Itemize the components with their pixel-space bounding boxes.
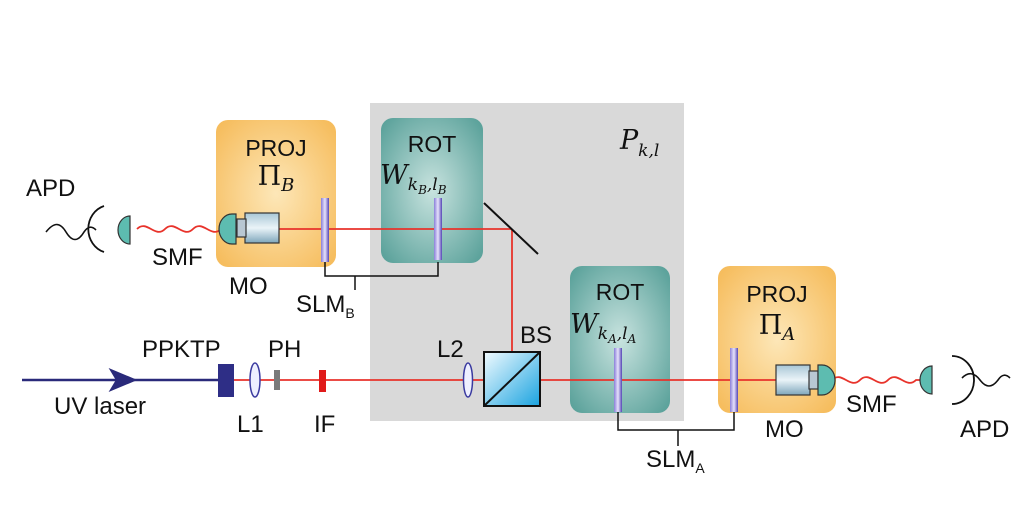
label-slm-b: SLMB <box>296 291 355 321</box>
apd-right-signal <box>961 372 1011 387</box>
label-uv-laser: UV laser <box>54 393 146 420</box>
label-l2: L2 <box>437 336 464 363</box>
apd-right-detector <box>919 365 933 395</box>
proj-a-title: PROJ <box>746 281 807 307</box>
mo-right-tip <box>808 370 819 390</box>
slm-a-bracket <box>617 412 735 446</box>
mo-right-body <box>775 364 811 396</box>
rot-a-title: ROT <box>596 279 645 305</box>
mo-left-body <box>244 212 280 244</box>
slm-b-proj <box>321 198 329 262</box>
label-mo-left: MO <box>229 273 268 300</box>
rot-b-box <box>381 118 483 263</box>
rot-b-title: ROT <box>408 131 457 157</box>
slm-b-rot <box>434 198 442 260</box>
label-smf-right: SMF <box>846 391 897 418</box>
slm-b-bracket <box>324 262 439 290</box>
label-mo-right: MO <box>765 416 804 443</box>
proj-b-title: PROJ <box>245 135 306 161</box>
label-apd-left: APD <box>26 175 75 202</box>
rot-a-box <box>570 266 670 413</box>
mo-left-tip <box>236 218 247 238</box>
coupler-right <box>817 364 836 396</box>
slm-a-proj <box>730 348 738 412</box>
slm-a-rot <box>614 348 622 412</box>
rot-b-operator: WkB,lB <box>380 160 447 197</box>
proj-b-operator: ΠB <box>258 161 295 196</box>
apd-left-housing <box>87 205 105 253</box>
rot-a-operator: WkA,lA <box>570 309 637 346</box>
apd-left-signal <box>45 223 97 241</box>
mirror <box>483 202 539 255</box>
lens-l1 <box>249 362 261 398</box>
fiber-left <box>136 225 227 233</box>
pinhole <box>274 370 280 390</box>
lens-l2 <box>462 362 474 398</box>
apd-left-detector <box>117 215 131 245</box>
label-if: IF <box>314 411 335 438</box>
interference-filter <box>319 370 326 392</box>
label-l1: L1 <box>237 411 264 438</box>
label-smf-left: SMF <box>152 244 203 271</box>
label-ppktp: PPKTP <box>142 336 221 363</box>
label-apd-right: APD <box>960 416 1009 443</box>
apd-right-housing <box>951 355 975 405</box>
proj-a-operator: ΠA <box>759 310 796 345</box>
coupler-left <box>218 213 237 245</box>
label-slm-a: SLMA <box>646 446 705 476</box>
fiber-right <box>831 376 920 384</box>
beam-splitter-diagonal <box>483 351 541 407</box>
label-ph: PH <box>268 336 301 363</box>
label-bs: BS <box>520 322 552 349</box>
pkl-label: Pk,l <box>619 125 659 161</box>
ppktp-crystal <box>218 364 234 397</box>
